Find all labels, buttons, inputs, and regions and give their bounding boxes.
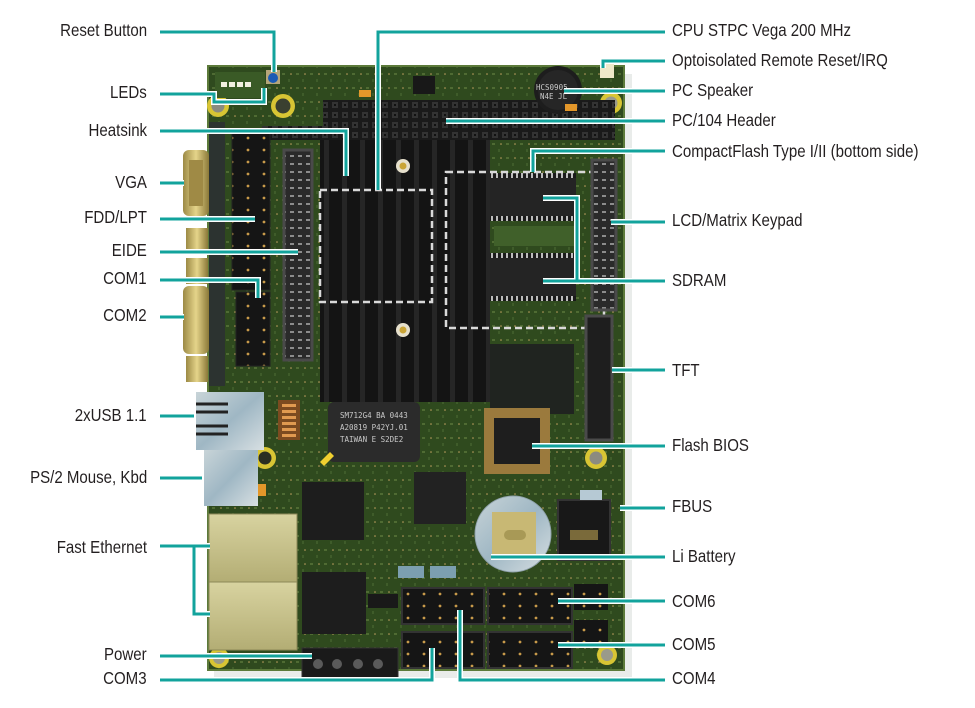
com1-header	[235, 291, 271, 367]
fdd-lpt-header	[231, 131, 271, 291]
com2-connector	[183, 286, 209, 354]
speaker-marking: HCS0905	[536, 83, 568, 92]
heatsink-part	[320, 140, 490, 402]
label-ethernet: Fast Ethernet	[56, 537, 147, 557]
bracket-strip	[209, 122, 225, 386]
cpu-highlight	[318, 188, 434, 304]
label-li-battery: Li Battery	[672, 546, 736, 566]
label-compactflash: CompactFlash Type I/II (bottom side)	[672, 141, 919, 161]
video-chip	[328, 402, 420, 462]
label-fbus: FBUS	[672, 496, 713, 516]
svg-text:A20819 P42YJ.01: A20819 P42YJ.01	[340, 423, 408, 432]
io-controller	[414, 472, 466, 524]
label-usb: 2xUSB 1.1	[75, 405, 147, 425]
label-tft: TFT	[672, 360, 700, 380]
label-com6: COM6	[672, 591, 716, 611]
label-eide: EIDE	[111, 240, 147, 260]
flash-bios-chip	[494, 418, 540, 464]
label-sdram: SDRAM	[672, 270, 727, 290]
tft-connector	[584, 314, 614, 442]
sdram-chip-2	[490, 258, 576, 296]
opto-reset-part	[600, 64, 614, 78]
label-com3: COM3	[103, 668, 147, 688]
label-leds: LEDs	[110, 82, 147, 102]
label-reset-button: Reset Button	[59, 20, 147, 40]
led-area	[215, 72, 265, 98]
eide-connector	[282, 148, 314, 362]
label-opto-reset: Optoisolated Remote Reset/IRQ	[672, 50, 888, 70]
com3-header	[401, 631, 485, 669]
label-com5: COM5	[672, 634, 716, 654]
label-lcd-keypad: LCD/Matrix Keypad	[672, 210, 803, 230]
ethernet-port-2	[208, 581, 298, 651]
label-com2: COM2	[103, 305, 147, 325]
svg-text:N4E JL: N4E JL	[540, 92, 568, 101]
com5-header	[487, 631, 573, 669]
pc104-header-left	[262, 126, 324, 140]
label-flash-bios: Flash BIOS	[672, 435, 749, 455]
label-heatsink: Heatsink	[88, 120, 147, 140]
label-vga: VGA	[115, 172, 147, 192]
label-cpu: CPU STPC Vega 200 MHz	[672, 20, 852, 40]
label-com1: COM1	[103, 268, 147, 288]
label-pc104: PC/104 Header	[672, 110, 776, 130]
label-speaker: PC Speaker	[672, 80, 754, 100]
lcd-keypad-connector	[590, 158, 618, 312]
label-ps2: PS/2 Mouse, Kbd	[29, 467, 147, 487]
label-power: Power	[104, 644, 147, 664]
com4-header	[401, 587, 485, 625]
reset-button-cap	[268, 73, 278, 83]
ethernet-port-1	[208, 513, 298, 583]
label-com4: COM4	[672, 668, 716, 688]
usb-connector	[196, 392, 264, 450]
ps2-connector	[204, 450, 258, 506]
svg-text:TAIWAN E S2DE2: TAIWAN E S2DE2	[340, 435, 403, 444]
sdram-chip-1	[490, 178, 576, 216]
video-chip-marking: SM712G4 BA 0443	[340, 411, 408, 420]
com6-header	[487, 587, 573, 625]
label-fdd-lpt: FDD/LPT	[84, 207, 147, 227]
